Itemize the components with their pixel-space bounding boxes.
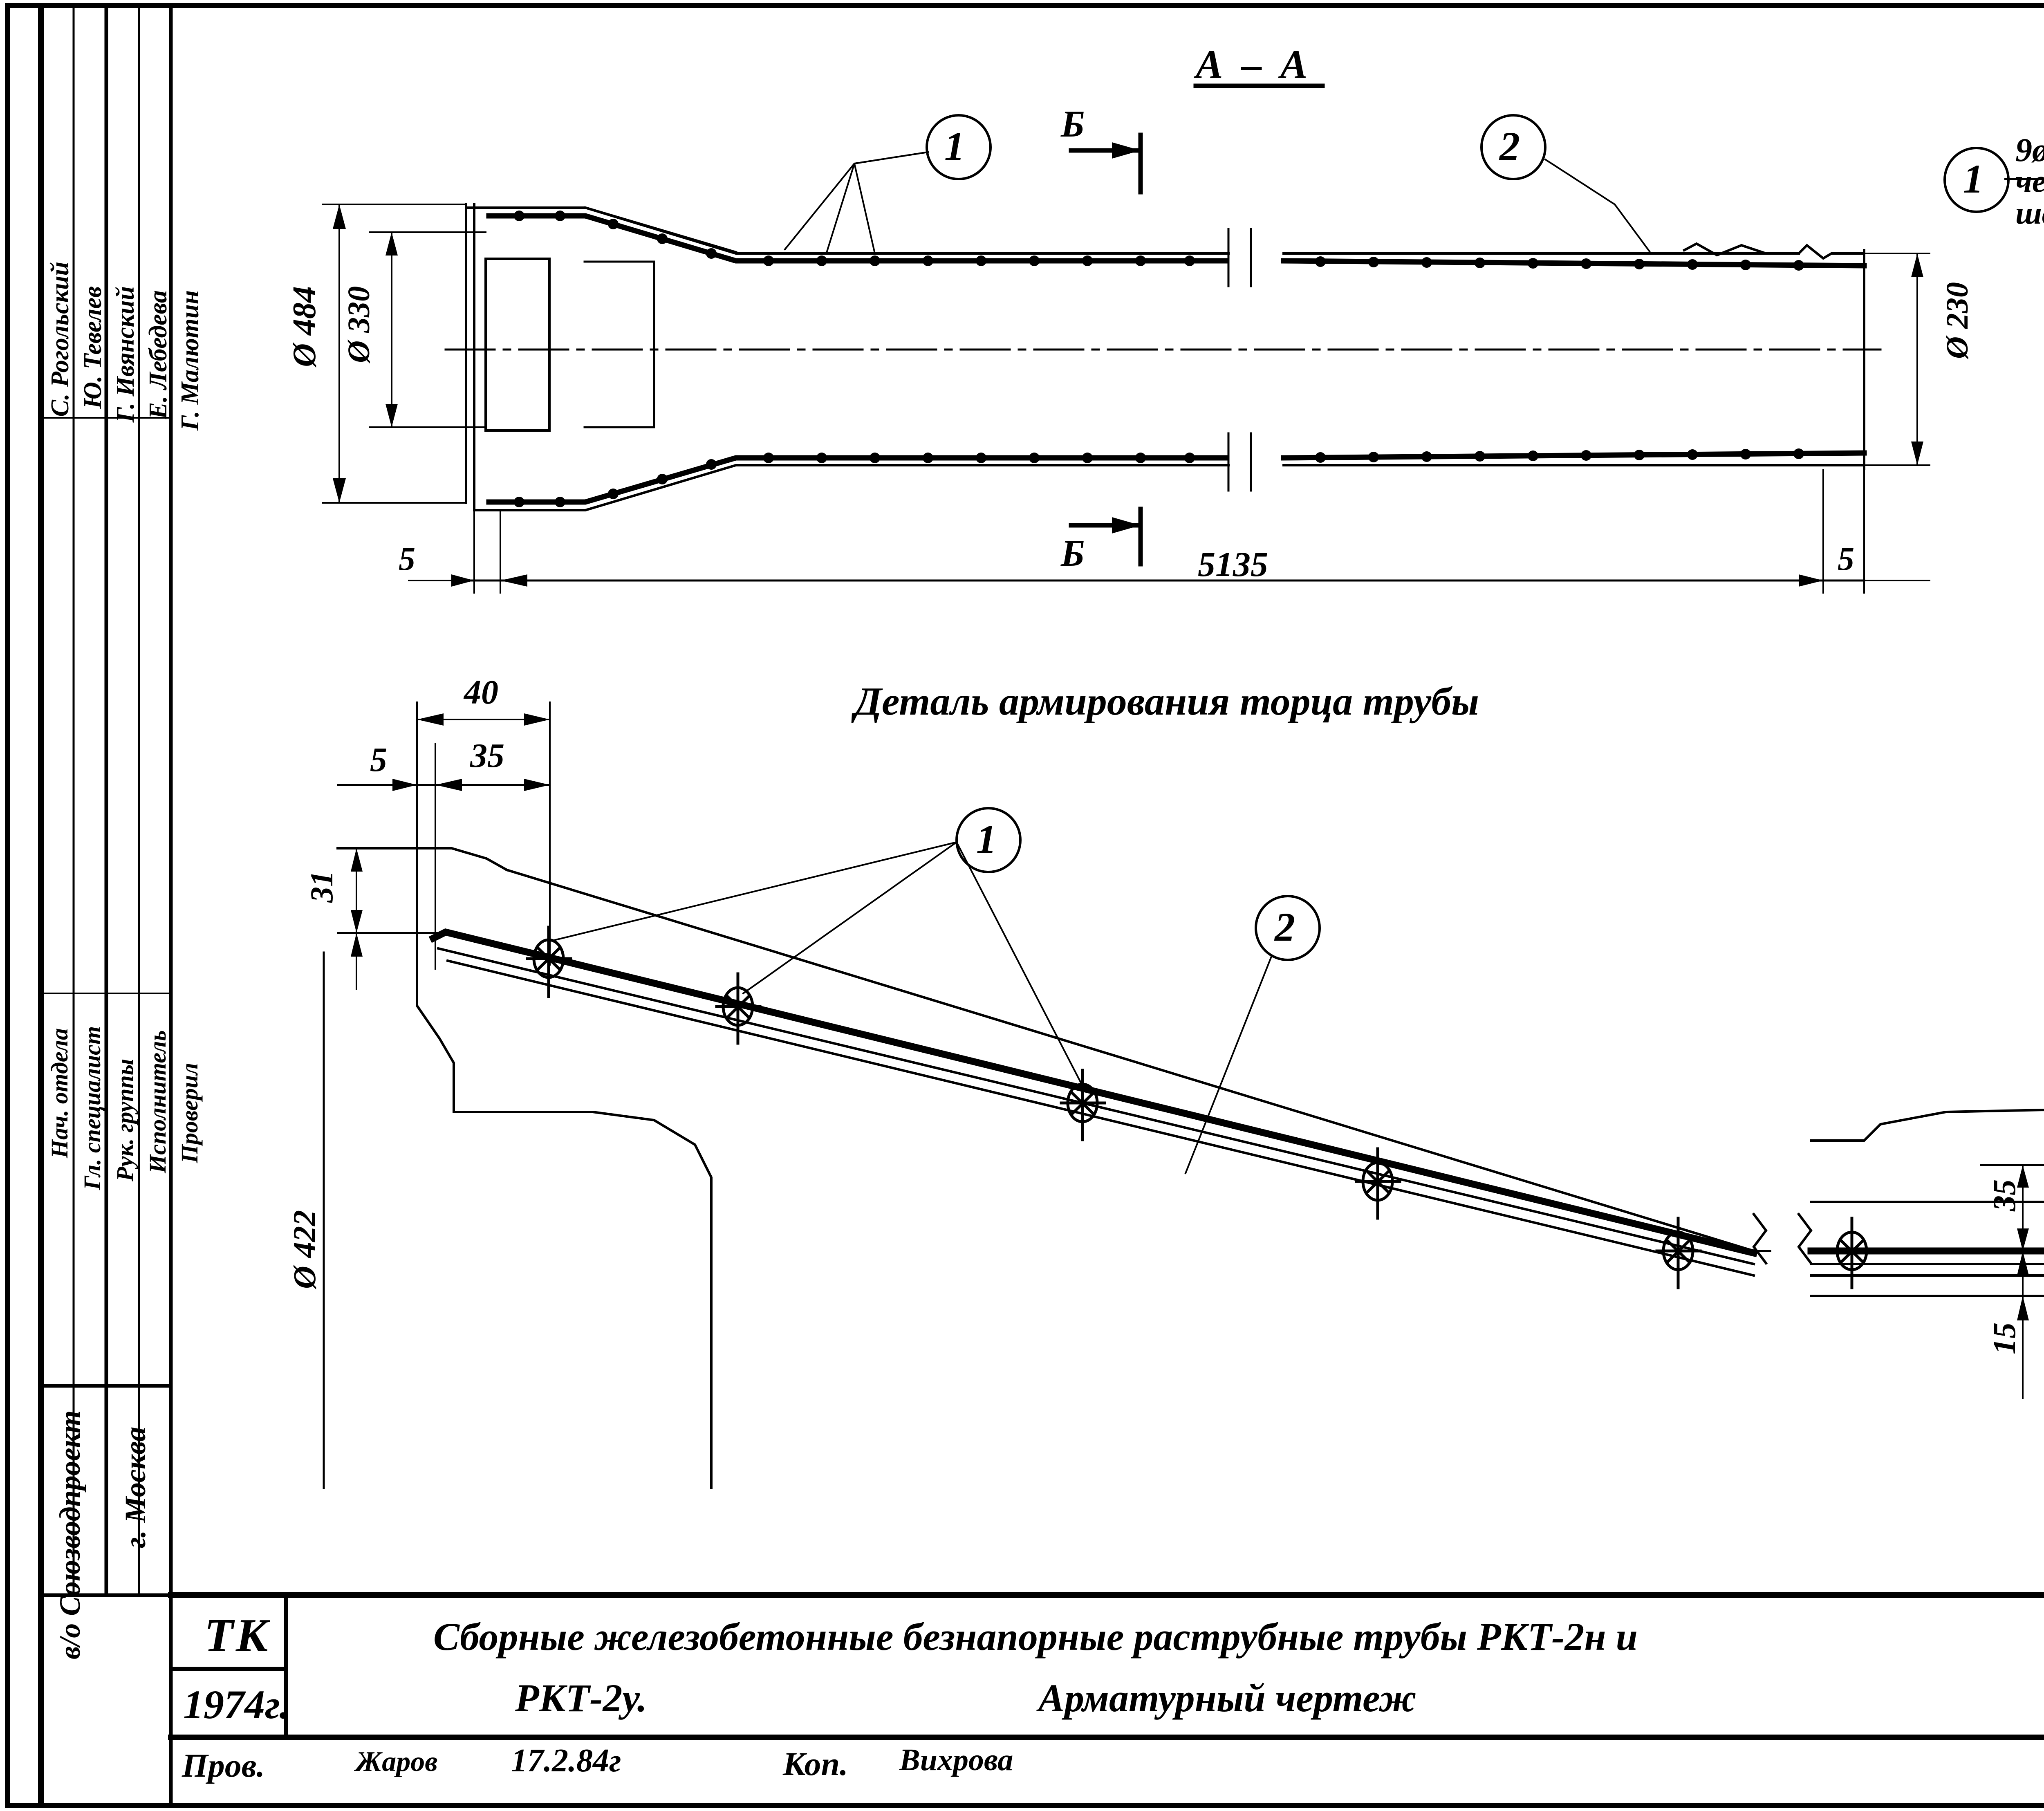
signer-name-2: Г. Ивянский: [112, 286, 139, 423]
signer-name-1: Ю. Тевелев: [79, 286, 107, 409]
balloon-1-bb: 1: [1963, 156, 1983, 202]
title-line-2-right: Арматурный чертеж: [1038, 1676, 1416, 1720]
dim-length-5135: 5135: [1198, 545, 1268, 584]
dim-d230-aa: Ø 230: [1940, 282, 1975, 359]
dim-d330: Ø 330: [342, 286, 376, 363]
detail-dim-v15: 15: [1986, 1322, 2022, 1354]
balloon-1-aa: 1: [944, 123, 965, 169]
bb-note-line1: 9ø6А-I: [2015, 131, 2044, 168]
signer-role-3: Исполнитель: [144, 1030, 171, 1173]
bb-note-line3: шаг~80мм: [2015, 195, 2044, 231]
city-label: г. Москва: [119, 1427, 152, 1548]
signer-role-4: Проверил: [176, 1063, 203, 1163]
dim-right-gap: 5: [1838, 540, 1854, 577]
title-line-1: Сборные железобетонные безнапорные растр…: [433, 1615, 1638, 1659]
signer-name-0: С. Рогольский: [46, 262, 74, 417]
stamp-tk: ТК: [204, 1609, 271, 1662]
year-label: 1974г.: [183, 1682, 290, 1727]
signer-name-4: Г. Малютин: [176, 290, 204, 431]
section-mark-b-bottom: Б: [1061, 532, 1085, 574]
checked-label: Пров.: [182, 1747, 265, 1784]
title-line-2-left: РКТ-2у.: [515, 1676, 647, 1720]
detail-dim-40-left: 40: [464, 673, 498, 711]
checked-signature: Жаров: [356, 1746, 438, 1777]
detail-dim-31: 31: [304, 871, 339, 903]
detail-title: Деталь армирования торца трубы: [854, 679, 1479, 724]
detail-dim-d422: Ø 422: [287, 1210, 322, 1289]
dim-left-gap: 5: [399, 540, 415, 577]
organization-label: в/о Союзводпроект: [54, 1410, 86, 1659]
detail-dim-5-left: 5: [370, 741, 387, 779]
balloon-2-aa: 2: [1499, 123, 1520, 169]
signer-role-2: Рук. группы: [112, 1059, 138, 1181]
detail-dim-v35: 35: [1986, 1179, 2022, 1211]
section-mark-b-top: Б: [1061, 103, 1085, 145]
balloon-2-detail: 2: [1275, 904, 1295, 950]
checked-date: 17.2.84г: [511, 1743, 621, 1779]
section-aa-title: А – А: [1196, 42, 1312, 87]
bb-note-line2: через 40°: [2015, 163, 2044, 199]
signer-role-1: Гл. специалист: [79, 1026, 105, 1190]
detail-dim-35-left: 35: [470, 737, 504, 775]
signer-role-0: Нач. отдела: [46, 1028, 73, 1158]
signer-name-3: Е. Лебедева: [144, 290, 172, 419]
balloon-1-detail: 1: [976, 816, 997, 862]
dim-d484: Ø 484: [287, 286, 323, 367]
copy-label: Коп.: [783, 1745, 848, 1782]
copy-signature: Вихрова: [899, 1743, 1013, 1777]
